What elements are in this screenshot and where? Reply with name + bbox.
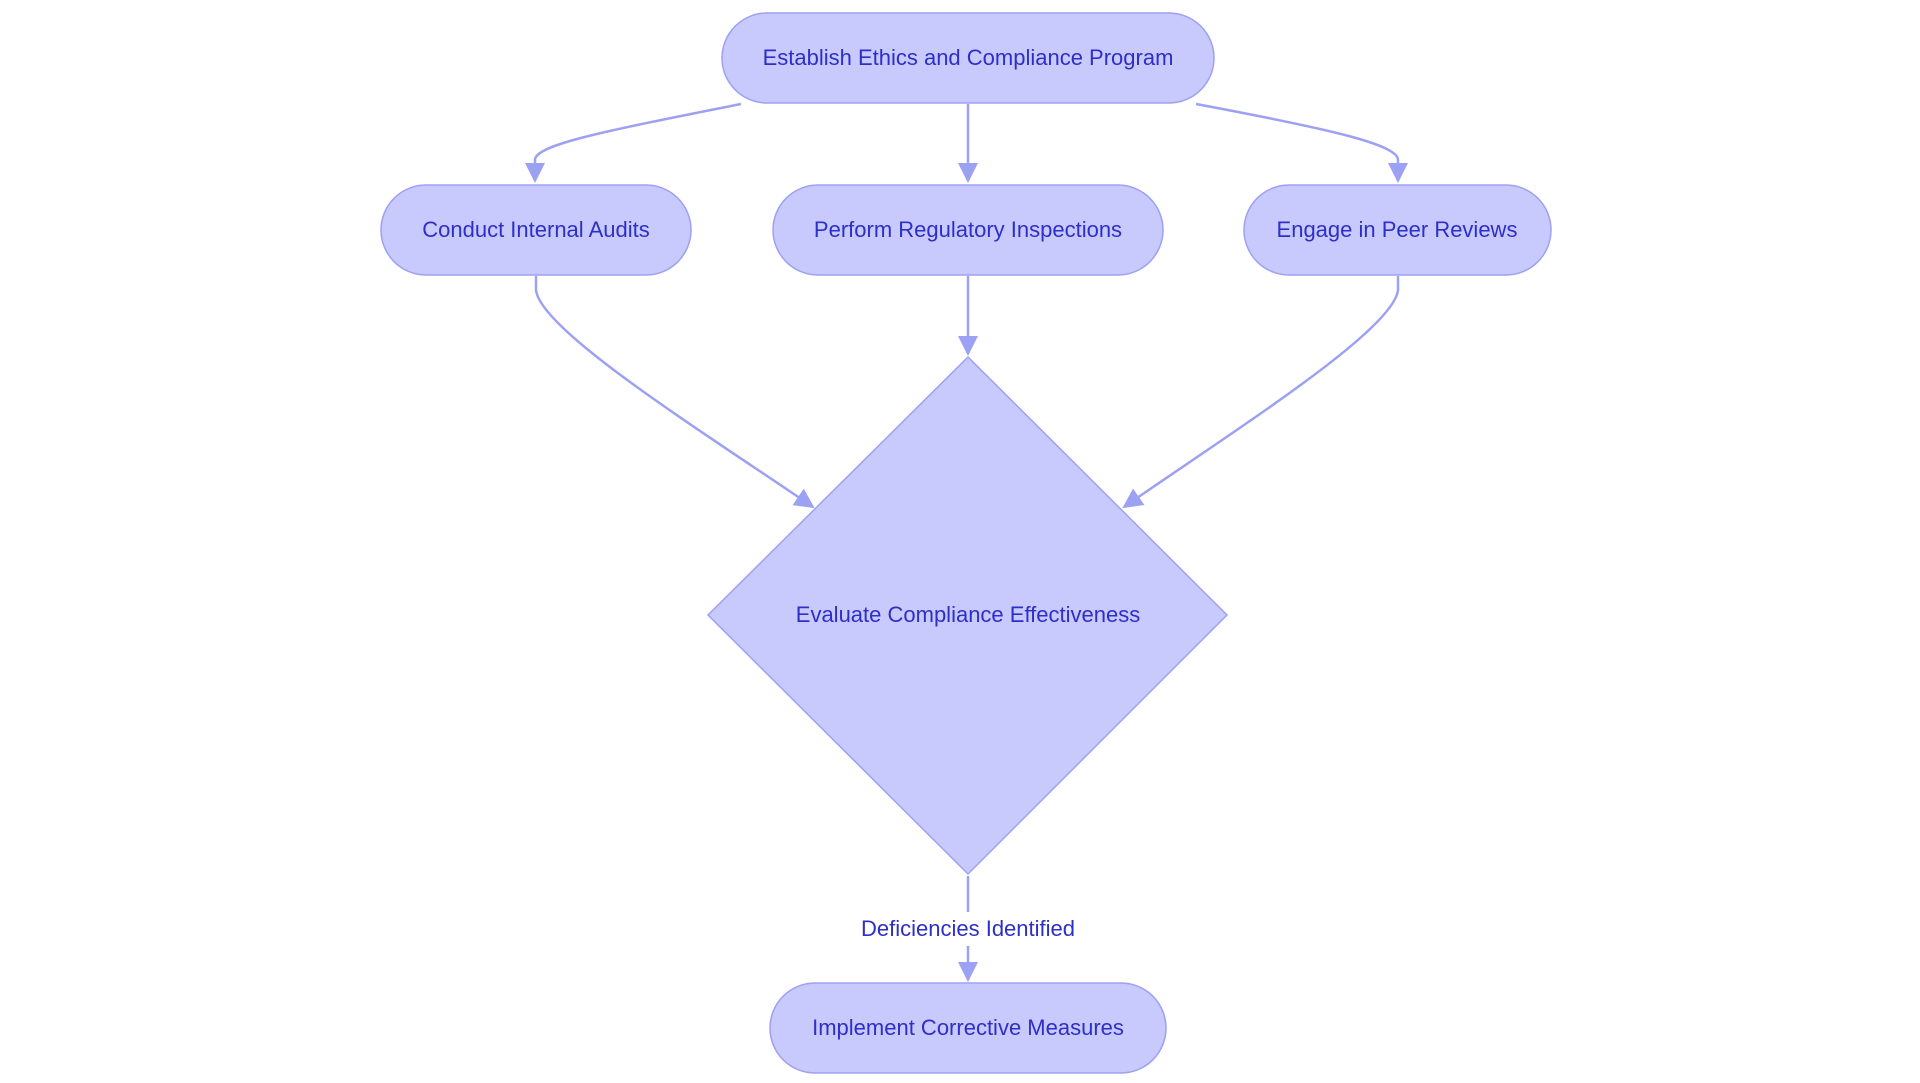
edge-audits-to-evaluate	[534, 276, 815, 509]
node-inspections[interactable]: Perform Regulatory Inspections	[772, 184, 1164, 276]
node-audits[interactable]: Conduct Internal Audits	[380, 184, 692, 276]
edge-establish-to-audits	[525, 102, 742, 183]
node-audits-label: Conduct Internal Audits	[422, 217, 649, 242]
node-inspections-shape	[772, 184, 1164, 276]
node-inspections-label: Perform Regulatory Inspections	[814, 217, 1122, 242]
edge-peer-to-evaluate	[1122, 276, 1400, 509]
node-peer-shape	[1243, 184, 1552, 276]
node-corrective[interactable]: Implement Corrective Measures	[769, 982, 1167, 1074]
edge-label-deficiencies: Deficiencies Identified	[845, 912, 1091, 946]
node-establish[interactable]: Establish Ethics and Compliance Program	[721, 12, 1215, 104]
node-evaluate[interactable]: Evaluate Compliance Effectiveness	[706, 355, 1229, 876]
node-evaluate-label: Evaluate Compliance Effectiveness	[796, 602, 1140, 627]
node-peer-label: Engage in Peer Reviews	[1277, 217, 1518, 242]
node-establish-label: Establish Ethics and Compliance Program	[763, 45, 1174, 70]
edges	[525, 102, 1408, 982]
node-evaluate-shape	[706, 355, 1229, 876]
node-corrective-shape	[769, 982, 1167, 1074]
edge-establish-to-peer	[1195, 102, 1408, 183]
edge-label-background	[845, 912, 1091, 946]
node-audits-shape	[380, 184, 692, 276]
node-corrective-label: Implement Corrective Measures	[812, 1015, 1124, 1040]
node-establish-shape	[721, 12, 1215, 104]
edge-label-deficiencies-text: Deficiencies Identified	[861, 916, 1075, 941]
node-peer[interactable]: Engage in Peer Reviews	[1243, 184, 1552, 276]
